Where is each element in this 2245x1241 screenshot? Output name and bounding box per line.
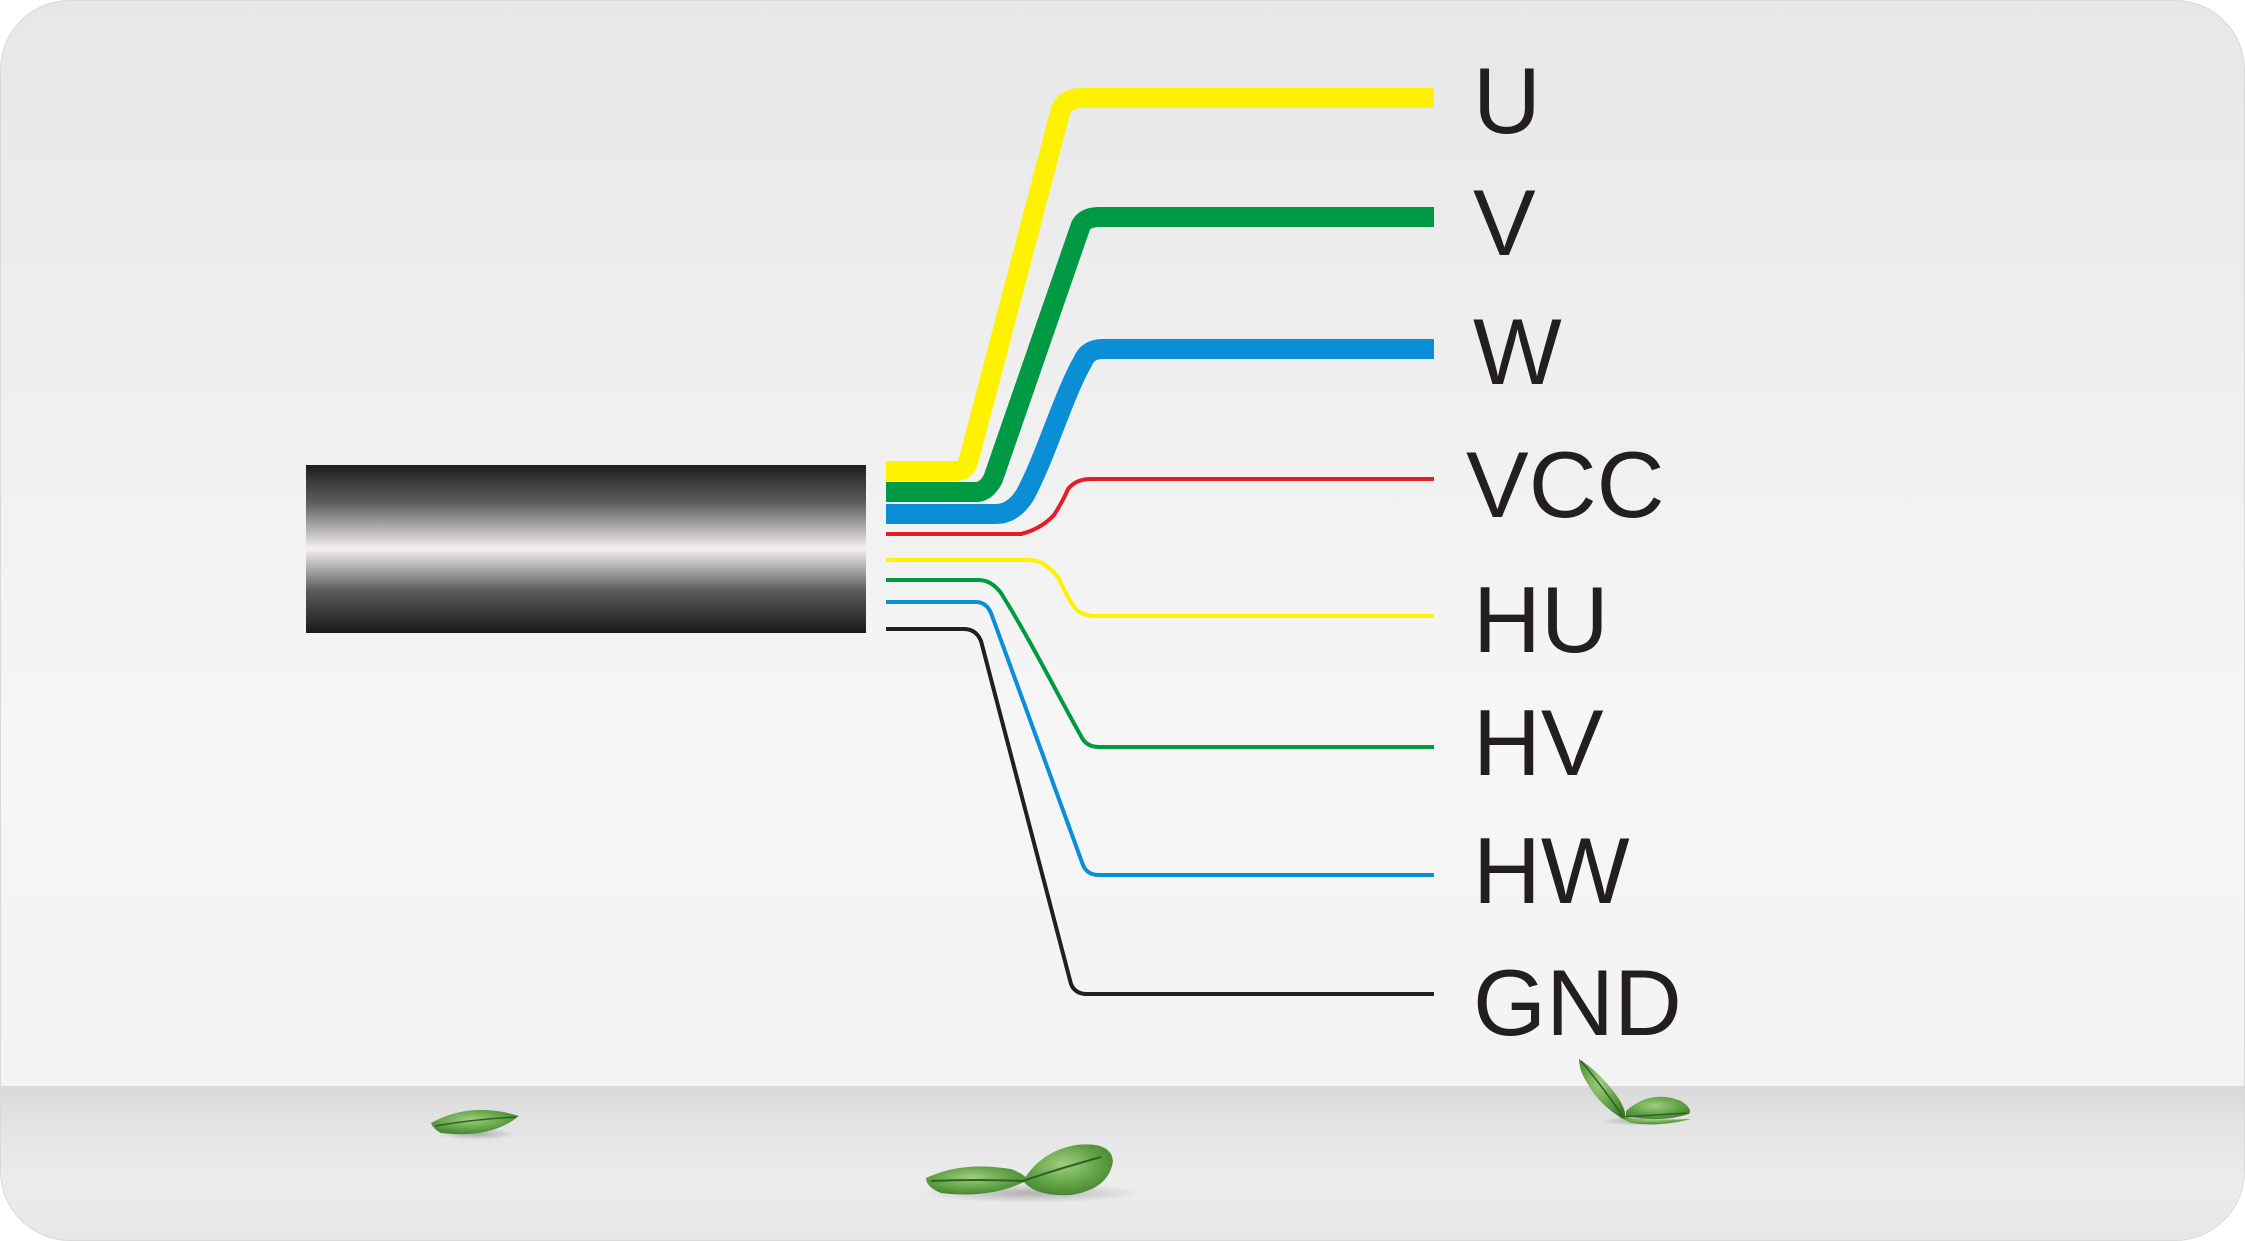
wire-v — [886, 207, 1434, 502]
label-vcc: VCC — [1466, 432, 1664, 537]
wire-hw — [886, 600, 1434, 877]
floor-surface — [1, 1086, 2244, 1240]
label-gnd: GND — [1473, 950, 1682, 1055]
wire-vcc — [886, 477, 1434, 536]
wire-hu — [886, 558, 1434, 618]
leaf-center-icon — [921, 1144, 1141, 1203]
leaf-left-icon — [431, 1109, 519, 1140]
cable-jacket — [306, 465, 866, 633]
label-hu: HU — [1473, 567, 1609, 672]
label-hw: HW — [1473, 818, 1630, 923]
label-u: U — [1473, 48, 1541, 153]
wire-gnd — [886, 627, 1434, 996]
label-v: V — [1473, 170, 1536, 275]
wire-u — [886, 88, 1434, 481]
label-w: W — [1473, 299, 1562, 404]
label-hv: HV — [1473, 690, 1604, 795]
wire-w — [886, 339, 1434, 524]
leaf-right-icon — [1579, 1059, 1691, 1126]
wire-hv — [886, 578, 1434, 749]
